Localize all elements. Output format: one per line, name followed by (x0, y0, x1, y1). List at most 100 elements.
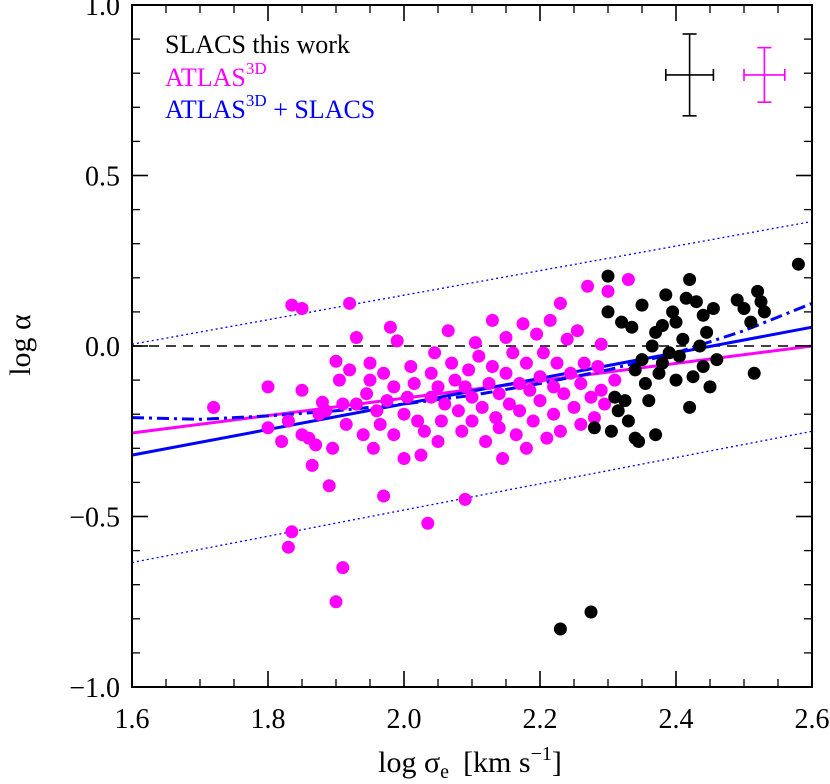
x-tick-label: 2.4 (659, 704, 694, 735)
data-point-atlas3d-78 (492, 421, 506, 435)
data-point-atlas3d-101 (553, 296, 567, 310)
data-point-slacs-36 (689, 295, 703, 309)
legend-entry-text: ATLAS (165, 95, 246, 124)
data-point-atlas3d-42 (390, 334, 404, 348)
data-point-atlas3d-31 (363, 356, 377, 370)
data-point-slacs-14 (632, 435, 646, 448)
data-point-atlas3d-5 (281, 540, 295, 554)
data-point-atlas3d-82 (502, 397, 516, 411)
data-point-atlas3d-94 (533, 394, 547, 408)
data-point-atlas3d-30 (360, 387, 374, 401)
data-point-atlas3d-27 (349, 397, 363, 411)
data-point-atlas3d-41 (387, 428, 401, 442)
data-point-slacs-2 (587, 421, 601, 435)
data-point-atlas3d-52 (424, 366, 438, 380)
data-point-atlas3d-0 (207, 400, 221, 414)
data-point-slacs-40 (700, 325, 714, 339)
data-point-atlas3d-81 (499, 366, 513, 380)
data-point-slacs-0 (553, 622, 567, 636)
data-point-atlas3d-68 (465, 414, 479, 428)
fit-line-solid-0 (131, 344, 813, 435)
data-point-slacs-29 (669, 373, 683, 387)
data-point-atlas3d-17 (322, 479, 336, 493)
data-point-slacs-27 (666, 305, 680, 319)
data-point-slacs-10 (621, 414, 635, 428)
data-point-atlas3d-33 (366, 441, 380, 455)
data-point-atlas3d-73 (482, 377, 496, 390)
data-point-atlas3d-72 (479, 435, 493, 448)
x-axis-label: log σe[km s−1] (378, 743, 562, 783)
data-point-atlas3d-61 (448, 373, 462, 387)
data-point-atlas3d-95 (536, 346, 550, 360)
data-point-slacs-47 (747, 366, 761, 380)
data-point-atlas3d-63 (455, 424, 469, 438)
y-tick-label: 1.0 (85, 0, 120, 22)
data-point-atlas3d-113 (587, 411, 601, 425)
data-point-atlas3d-19 (329, 595, 343, 609)
data-point-atlas3d-64 (458, 380, 472, 394)
legend-entry-sup: 3D (246, 91, 267, 110)
data-point-atlas3d-16 (319, 404, 333, 418)
x-axis-label-unit-sup: −1 (531, 743, 552, 765)
data-point-atlas3d-91 (526, 414, 540, 428)
data-point-atlas3d-93 (533, 370, 547, 384)
data-point-atlas3d-104 (560, 332, 574, 346)
data-point-slacs-15 (635, 298, 649, 312)
data-point-atlas3d-69 (468, 336, 482, 350)
data-point-atlas3d-32 (363, 373, 377, 387)
data-point-atlas3d-39 (383, 320, 397, 334)
data-point-slacs-45 (737, 302, 751, 315)
data-point-atlas3d-89 (519, 441, 533, 455)
data-point-atlas3d-110 (577, 356, 591, 370)
data-point-slacs-5 (604, 424, 618, 438)
data-point-slacs-30 (672, 349, 686, 363)
data-point-atlas3d-99 (547, 407, 561, 421)
x-tick-label: 1.6 (115, 704, 150, 735)
data-point-atlas3d-12 (305, 458, 319, 472)
data-point-atlas3d-50 (417, 424, 431, 438)
data-point-slacs-34 (683, 273, 697, 286)
data-point-atlas3d-21 (332, 373, 346, 387)
data-point-atlas3d-84 (509, 428, 523, 442)
data-point-atlas3d-103 (557, 387, 571, 401)
data-point-atlas3d-28 (349, 331, 363, 344)
data-point-atlas3d-102 (553, 424, 567, 438)
data-point-atlas3d-98 (547, 380, 561, 394)
data-point-atlas3d-66 (462, 363, 476, 377)
data-point-atlas3d-57 (434, 414, 448, 428)
data-point-atlas3d-116 (594, 337, 608, 351)
data-point-slacs-8 (615, 315, 629, 329)
x-tick-label: 2.2 (523, 704, 558, 735)
data-point-atlas3d-47 (407, 377, 421, 390)
data-point-slacs-6 (608, 390, 622, 404)
data-point-atlas3d-120 (621, 273, 635, 286)
data-point-atlas3d-76 (489, 411, 503, 425)
data-point-atlas3d-58 (438, 397, 452, 411)
data-point-atlas3d-51 (421, 516, 435, 530)
data-point-slacs-4 (601, 305, 615, 319)
data-point-slacs-43 (710, 353, 724, 367)
data-point-atlas3d-8 (295, 302, 309, 315)
data-point-atlas3d-74 (485, 313, 499, 327)
data-point-atlas3d-20 (329, 354, 343, 368)
data-point-atlas3d-7 (285, 298, 299, 312)
data-point-atlas3d-107 (570, 324, 584, 338)
data-point-slacs-46 (744, 315, 758, 329)
data-point-atlas3d-86 (513, 404, 527, 418)
data-point-atlas3d-25 (343, 296, 357, 310)
data-point-slacs-16 (635, 353, 649, 367)
data-point-atlas3d-85 (513, 377, 527, 390)
fit-line-dotted-2 (131, 220, 813, 345)
data-point-atlas3d-48 (411, 414, 425, 428)
data-point-atlas3d-79 (496, 452, 510, 465)
data-point-atlas3d-37 (377, 366, 391, 380)
legend-entry-1: ATLAS3D (165, 59, 267, 92)
data-point-slacs-24 (655, 356, 669, 370)
data-point-atlas3d-106 (567, 400, 581, 414)
data-point-slacs-3 (601, 269, 615, 283)
error-bar-1 (743, 46, 786, 103)
data-point-atlas3d-60 (445, 356, 459, 370)
data-point-atlas3d-83 (506, 346, 520, 360)
y-axis-title: log α (4, 314, 37, 376)
